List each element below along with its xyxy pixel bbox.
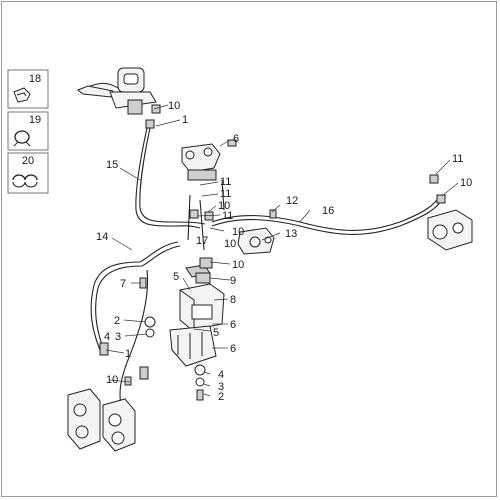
callout-11[interactable]: 11 xyxy=(452,153,463,165)
callout-6[interactable]: 6 xyxy=(230,319,236,331)
callout-3[interactable]: 3 xyxy=(218,381,224,393)
callouts: 10 1 6 15 11 11 10 11 17 10 10 12 16 13 … xyxy=(96,100,472,403)
junction-bracket-upper[interactable] xyxy=(181,143,221,181)
callout-6[interactable]: 6 xyxy=(230,343,236,355)
callout-5[interactable]: 5 xyxy=(213,327,219,339)
callout-7[interactable]: 7 xyxy=(120,278,126,290)
front-right-caliper[interactable] xyxy=(102,398,136,452)
callout-1[interactable]: 1 xyxy=(125,348,131,360)
callout-10[interactable]: 10 xyxy=(232,259,244,271)
callout-3[interactable]: 3 xyxy=(115,331,121,343)
leader-lines xyxy=(105,104,459,397)
rear-brake-caliper[interactable] xyxy=(427,209,473,251)
callout-11[interactable]: 11 xyxy=(222,210,233,222)
callout-15[interactable]: 15 xyxy=(106,159,118,171)
callout-10[interactable]: 10 xyxy=(224,238,236,250)
callout-10[interactable]: 10 xyxy=(106,374,118,386)
callout-13[interactable]: 13 xyxy=(285,228,297,240)
callout-17[interactable]: 17 xyxy=(196,235,208,247)
callout-4[interactable]: 4 xyxy=(218,369,224,381)
right-junction-block[interactable] xyxy=(237,227,275,255)
callout-5[interactable]: 5 xyxy=(173,271,179,283)
front-master-cylinder[interactable] xyxy=(77,67,157,115)
front-left-caliper[interactable] xyxy=(67,388,101,450)
callout-10[interactable]: 10 xyxy=(232,226,244,238)
legend-item-20[interactable]: 20 xyxy=(7,152,49,194)
legend-item-19[interactable]: 19 xyxy=(7,111,49,151)
fittings xyxy=(99,104,446,401)
brake-hoses xyxy=(90,127,444,411)
callout-10[interactable]: 10 xyxy=(168,100,180,112)
clip-icon xyxy=(13,87,31,103)
callout-10[interactable]: 10 xyxy=(218,200,230,212)
legend-number: 18 xyxy=(29,73,41,85)
callout-6[interactable]: 6 xyxy=(233,133,239,145)
callout-11[interactable]: 11 xyxy=(220,188,231,200)
callout-1[interactable]: 1 xyxy=(182,114,188,126)
callout-4[interactable]: 4 xyxy=(104,331,110,343)
hose-ring-clip-icon xyxy=(12,174,38,188)
callout-2[interactable]: 2 xyxy=(218,391,224,403)
callout-2[interactable]: 2 xyxy=(114,315,120,327)
callout-14[interactable]: 14 xyxy=(96,231,108,243)
legend-item-18[interactable]: 18 xyxy=(7,69,49,109)
legend-number: 19 xyxy=(29,114,41,126)
callout-10[interactable]: 10 xyxy=(460,177,472,189)
callout-9[interactable]: 9 xyxy=(230,275,236,287)
hose-clamp-icon xyxy=(13,130,31,147)
legend-number: 20 xyxy=(22,155,34,167)
abs-modulator[interactable] xyxy=(169,264,225,367)
callout-16[interactable]: 16 xyxy=(322,205,334,217)
callout-11[interactable]: 11 xyxy=(220,176,231,188)
callout-8[interactable]: 8 xyxy=(230,294,236,306)
callout-12[interactable]: 12 xyxy=(286,195,298,207)
